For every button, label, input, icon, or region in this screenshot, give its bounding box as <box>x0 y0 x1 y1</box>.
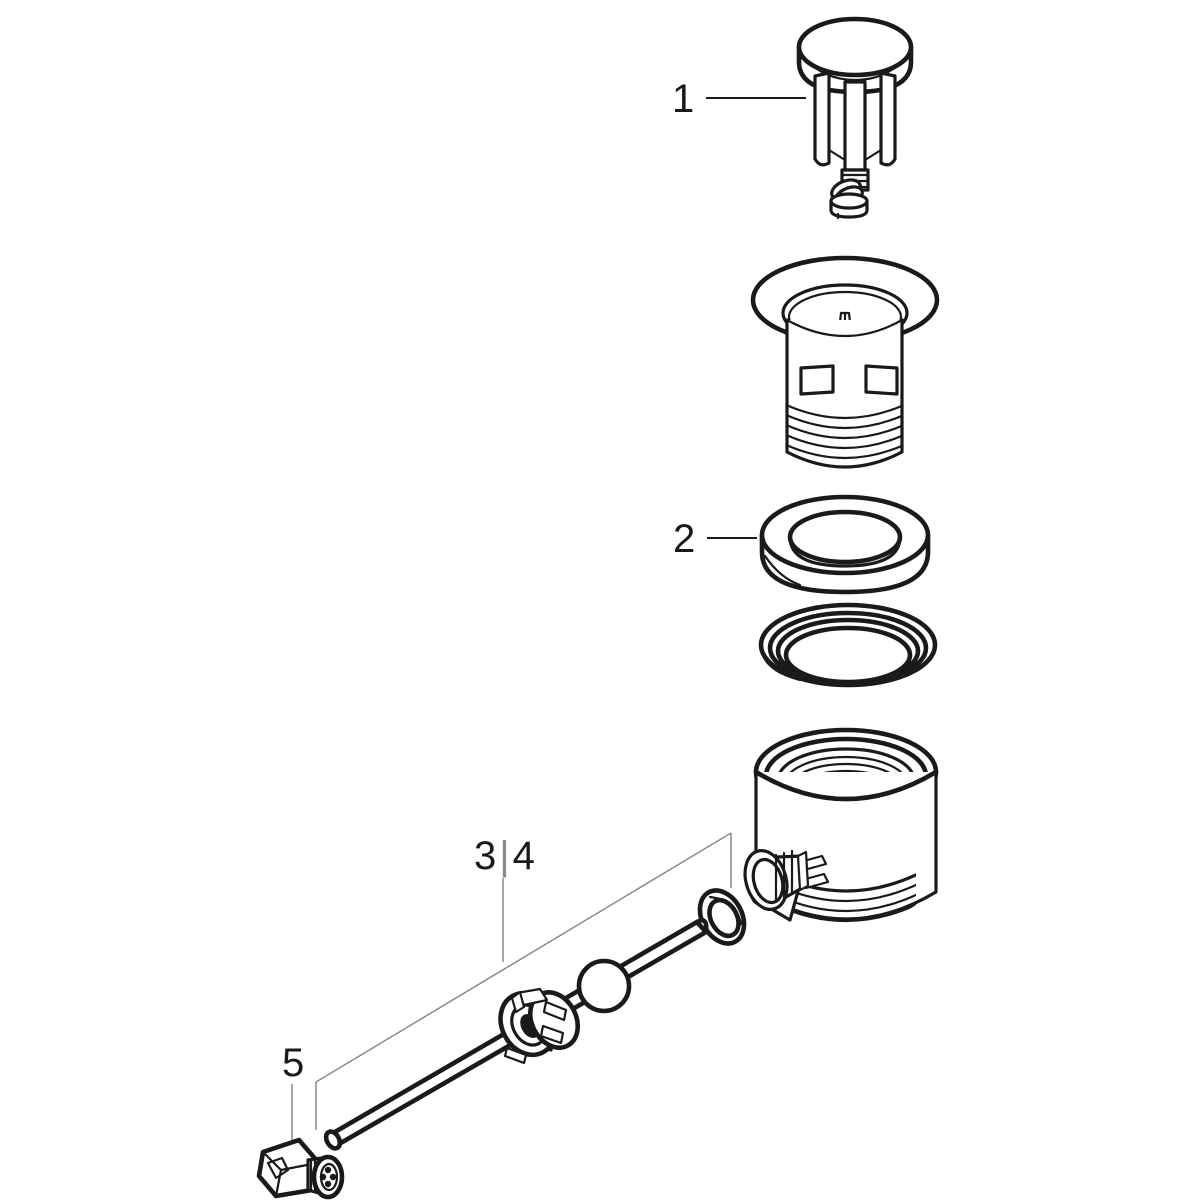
strainer-slot-left <box>799 364 835 396</box>
body-port-tab-web <box>796 850 810 892</box>
part-pop-up-stopper <box>796 16 914 220</box>
part-drain-body-housing <box>743 727 939 922</box>
nut-top-tab-side <box>510 990 526 1014</box>
nut-bottom-foot <box>503 1046 528 1065</box>
washer-upper-hole-inner <box>788 535 902 568</box>
stopper-cap-inner-edge <box>801 55 909 82</box>
part-washer-upper <box>759 494 931 595</box>
gasket-edge-hint <box>759 643 802 682</box>
body-port-collar-threads <box>774 849 794 903</box>
washer-upper-hole <box>787 509 903 565</box>
stopper-nut-top <box>829 192 869 210</box>
clevis-head-dimple-2 <box>329 1173 337 1181</box>
callout-leaders <box>291 97 806 1148</box>
stopper-cap-top <box>796 16 914 78</box>
washer-upper-edge-hint <box>763 554 802 587</box>
stopper-rib-center <box>843 80 867 172</box>
callout-label-3: 3 <box>474 834 497 878</box>
gasket-inner-hole <box>783 625 913 685</box>
part-strainer-basket <box>750 255 940 469</box>
port-gasket-edge <box>708 895 743 926</box>
clevis-head-dimple-3 <box>324 1180 332 1188</box>
callout-separator: | <box>499 834 510 878</box>
clevis-vert-edge <box>274 1168 283 1198</box>
part-port-gasket <box>697 888 747 946</box>
pivot-rod-right-end <box>694 918 709 935</box>
callout-label-2: 2 <box>673 517 696 561</box>
callout-label-1: 1 <box>672 77 695 121</box>
stopper-rib-join-left <box>827 148 847 162</box>
part-pivot-rod-assembly <box>323 918 709 1151</box>
callout-label-5: 5 <box>282 1041 305 1085</box>
callout-label-4: 4 <box>512 834 535 878</box>
strainer-slots <box>799 364 899 396</box>
clevis-head-dimple-1 <box>324 1166 332 1174</box>
body-lower-threads <box>776 860 916 922</box>
part-clevis-clamp <box>256 1137 345 1200</box>
pivot-rod-left-end <box>323 1129 343 1151</box>
pivot-retaining-nut <box>498 987 581 1065</box>
clevis-head-dimple-4 <box>319 1173 327 1181</box>
nut-rib-2 <box>539 1024 565 1045</box>
leader-bracket-34-diagonal <box>315 832 732 1083</box>
stopper-rib-left <box>813 71 831 167</box>
part-gasket-flat-ring <box>758 602 938 688</box>
stopper-rib-join-right <box>863 148 883 162</box>
callout-label-3-4: 3|4 <box>474 836 535 876</box>
nut-rib-1 <box>542 1000 568 1022</box>
strainer-tube-top-edge <box>785 318 904 338</box>
strainer-slot-right <box>864 364 899 396</box>
body-cylinder-top-hidden <box>753 769 939 802</box>
body-side-port <box>743 849 830 922</box>
stopper-rib-right <box>879 71 897 167</box>
pivot-rod-ball <box>576 958 632 1014</box>
